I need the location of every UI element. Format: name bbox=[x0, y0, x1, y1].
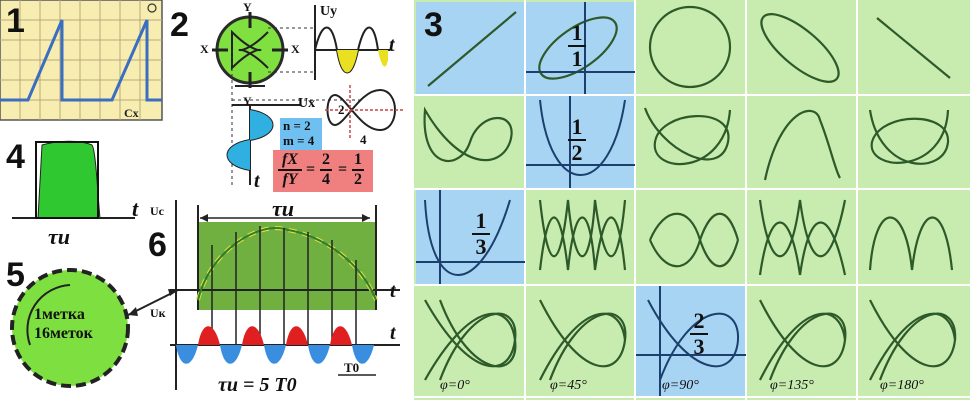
uy-label: Uy bbox=[320, 4, 338, 19]
fraction-num: 1 bbox=[571, 114, 583, 139]
ratio-left-den: fY bbox=[282, 171, 298, 188]
section-number-2: 2 bbox=[170, 6, 189, 44]
phase-label-0: φ=0° bbox=[440, 378, 470, 393]
marks-line-2: 16меток bbox=[34, 325, 93, 342]
x-label-left: X bbox=[200, 42, 209, 56]
ux-label: Ux bbox=[298, 96, 316, 111]
section-number-4: 4 bbox=[6, 138, 25, 176]
ratio-right-num: 1 bbox=[354, 151, 362, 168]
marks-line-1: 1метка bbox=[34, 306, 85, 323]
tau-formula: τи = 5 T0 bbox=[218, 374, 297, 396]
uk-label: Uк bbox=[150, 306, 166, 320]
m-value: m = 4 bbox=[283, 133, 315, 148]
ratio-left-num: fX bbox=[282, 151, 298, 168]
lobe-v: 2 bbox=[338, 102, 345, 117]
ratio-right: 1 2 bbox=[352, 152, 364, 188]
t0-label: T0 bbox=[344, 360, 360, 375]
ratio-right-den: 2 bbox=[354, 171, 362, 188]
fraction-num: 1 bbox=[475, 208, 487, 233]
section-number-5: 5 bbox=[6, 256, 25, 294]
phase-label-45: φ=45° bbox=[550, 378, 587, 393]
t-label-6a: t bbox=[390, 280, 396, 302]
y-label-top: Y bbox=[243, 0, 252, 14]
section-number-3: 3 bbox=[424, 6, 443, 44]
fraction-den: 3 bbox=[475, 234, 487, 259]
fraction-den: 1 bbox=[571, 46, 583, 71]
fraction-num: 2 bbox=[693, 308, 705, 333]
section-number-1: 1 bbox=[6, 2, 25, 40]
x-label-right: X bbox=[291, 42, 300, 56]
phase-label-180: φ=180° bbox=[880, 378, 924, 393]
phase-label-135: φ=135° bbox=[770, 378, 814, 393]
n-value: n = 2 bbox=[283, 118, 311, 133]
ratio-left: fX fY bbox=[278, 152, 302, 188]
t-label-6b: t bbox=[390, 322, 396, 344]
y-label-bottom: Y bbox=[243, 94, 252, 108]
section-number-6: 6 bbox=[148, 226, 167, 264]
lobe-h: 4 bbox=[360, 132, 367, 147]
ratio-mid-den: 4 bbox=[322, 171, 330, 188]
tau-label-4: τи bbox=[48, 224, 70, 249]
t-label-ux: t bbox=[254, 170, 260, 192]
ratio-mid: 2 4 bbox=[320, 152, 332, 188]
fraction-num: 1 bbox=[571, 20, 583, 45]
equals-2: = bbox=[338, 161, 348, 178]
t-label-4: t bbox=[132, 196, 139, 221]
ratio-mid-num: 2 bbox=[322, 151, 330, 168]
cx-label: Cx bbox=[124, 106, 139, 120]
fraction-den: 2 bbox=[571, 140, 583, 165]
fraction-den: 3 bbox=[693, 334, 705, 359]
t-label-uy: t bbox=[389, 34, 395, 56]
equals-1: = bbox=[306, 161, 316, 178]
tau-label-6: τи bbox=[272, 196, 294, 221]
uc-label: Uc bbox=[150, 204, 164, 218]
phase-label-90: φ=90° bbox=[662, 378, 699, 393]
